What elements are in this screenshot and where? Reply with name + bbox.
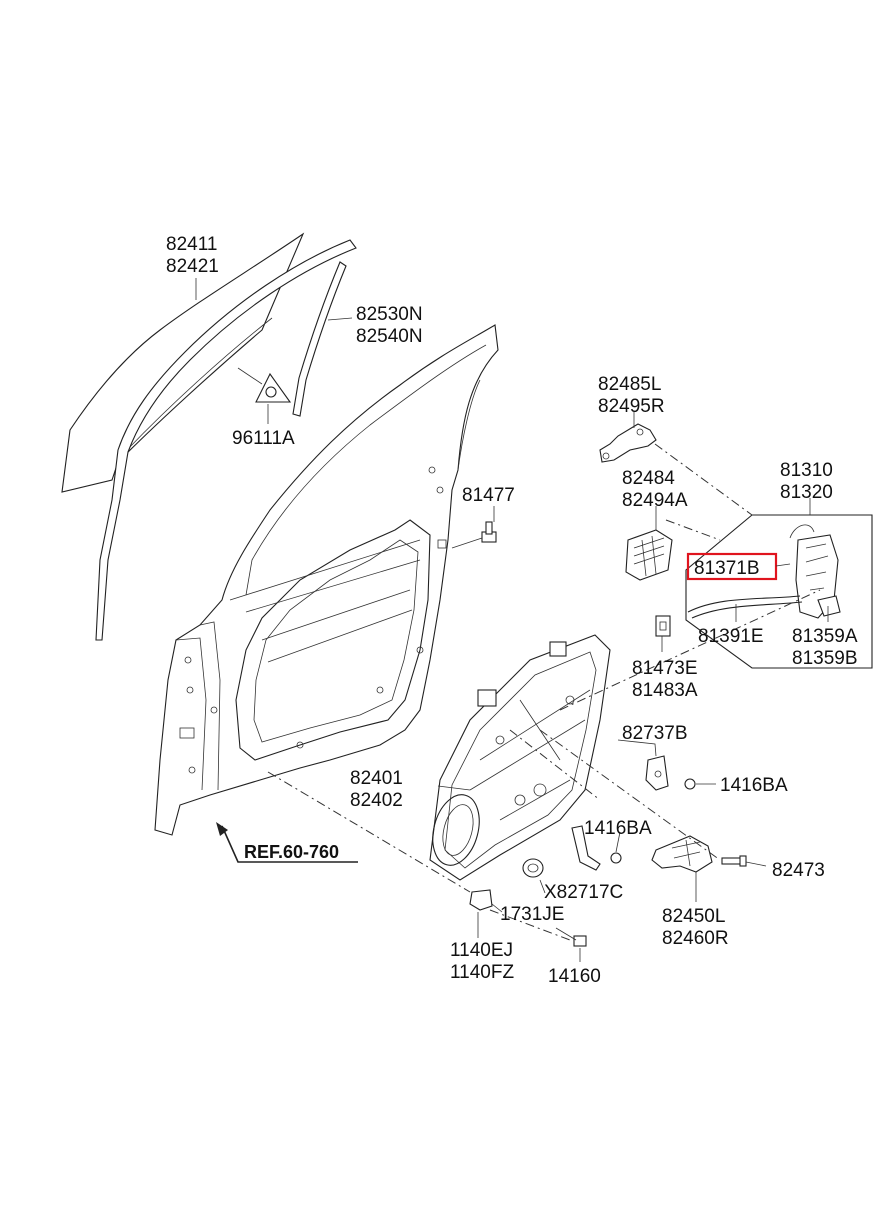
label-handle-cover-1: 82484 — [622, 468, 675, 489]
label-striker-clip-2: 81483A — [632, 680, 698, 701]
leader-lines — [195, 278, 829, 962]
label-clip-1731je: 1731JE — [500, 904, 564, 925]
label-clip-1140-2: 1140FZ — [450, 962, 514, 983]
label-glass-1: 82411 — [166, 234, 217, 255]
assembly-lines — [267, 443, 821, 941]
nut-1416ba-b — [610, 852, 622, 864]
label-panel-1: 82401 — [350, 768, 403, 789]
label-grommet: X82717C — [544, 882, 623, 903]
regulator-motor — [651, 835, 713, 873]
inner-handle-cover — [625, 529, 673, 581]
grommet — [522, 858, 544, 878]
label-ref: REF.60-760 — [244, 842, 339, 862]
label-nut-a: 1416BA — [720, 775, 788, 796]
label-handle-bracket-2: 82495R — [598, 396, 665, 417]
label-latch-cap-1: 81359A — [792, 626, 858, 647]
bolt-81477 — [451, 521, 497, 549]
bolt-14160 — [555, 927, 587, 947]
label-handle-bracket-1: 82485L — [598, 374, 661, 395]
label-clip-1140-1: 1140EJ — [450, 940, 513, 961]
label-cable: 81391E — [698, 626, 764, 647]
nut-1416ba-a — [684, 778, 696, 790]
striker-clip — [655, 615, 671, 637]
label-glass-2: 82421 — [166, 256, 219, 277]
label-bolt-81477: 81477 — [462, 485, 515, 506]
label-regulator-2: 82460R — [662, 928, 729, 949]
label-channel-2: 82540N — [356, 326, 423, 347]
glass-run-channel — [95, 239, 357, 641]
bracket-82737b — [645, 755, 669, 791]
label-regulator-1: 82450L — [662, 906, 725, 927]
door-shell — [154, 324, 499, 836]
door-module-panel — [429, 634, 611, 881]
label-handle-cover-2: 82494A — [622, 490, 688, 511]
highlight-box — [686, 552, 778, 581]
screw-82473 — [721, 855, 747, 867]
part-labels: 82411 82421 82530N 82540N 96111A 81477 8… — [166, 234, 858, 987]
latch-assembly-box — [685, 514, 873, 669]
label-sticker: 96111A — [232, 428, 295, 449]
inner-handle-bracket — [599, 423, 657, 463]
sticker-part — [237, 367, 292, 403]
bracket-lower — [571, 825, 601, 871]
label-nut-b: 1416BA — [584, 818, 652, 839]
label-channel-1: 82530N — [356, 304, 423, 325]
label-screw-82473: 82473 — [772, 860, 825, 881]
label-striker-clip-1: 81473E — [632, 658, 698, 679]
clip-1140ej — [469, 889, 493, 911]
label-bracket-82737b: 82737B — [622, 723, 688, 744]
label-latch-cap-2: 81359B — [792, 648, 858, 669]
label-bolt-14160: 14160 — [548, 966, 601, 987]
label-highlight-81371b: 81371B — [694, 558, 760, 579]
ref-arrow — [216, 822, 358, 863]
label-panel-2: 82402 — [350, 790, 403, 811]
label-latch-2: 81320 — [780, 482, 833, 503]
label-latch-1: 81310 — [780, 460, 833, 481]
